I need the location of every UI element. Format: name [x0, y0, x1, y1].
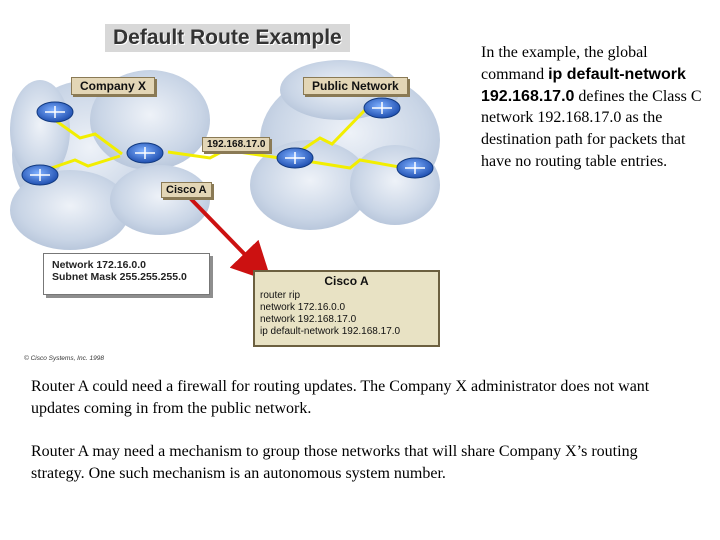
router-icon	[396, 157, 434, 179]
cisco-a-config-box: Cisco A router rip network 172.16.0.0 ne…	[253, 270, 440, 347]
command-text: ip default-network 192.168.17.0	[481, 65, 686, 105]
network-info-box: Network 172.16.0.0 Subnet Mask 255.255.2…	[43, 253, 210, 295]
config-title: Cisco A	[324, 274, 369, 288]
config-lines: router rip network 172.16.0.0 network 19…	[255, 288, 438, 338]
public-network-label: Public Network	[303, 77, 408, 95]
copyright-note: © Cisco Systems, Inc. 1998	[24, 355, 104, 362]
network-diagram: Default Route Example Company X Public N…	[10, 10, 450, 362]
paragraph-firewall: Router A could need a firewall for routi…	[31, 378, 650, 417]
serial-links	[39, 108, 406, 174]
explanation-text: In the example, the global command ip de…	[481, 42, 706, 173]
router-icon	[36, 101, 74, 123]
router-icon	[276, 147, 314, 169]
router-icon	[363, 97, 401, 119]
network-line: Network 172.16.0.0	[52, 259, 146, 271]
router-icon	[21, 164, 59, 186]
config-line: network 192.168.17.0	[260, 314, 357, 325]
paragraph-autonomous-system: Router A may need a mechanism to group t…	[31, 443, 638, 482]
explanation-part-2: defines the Class C network 192.168.17.0…	[481, 87, 702, 170]
config-line: network 172.16.0.0	[260, 302, 346, 313]
company-x-label: Company X	[71, 77, 156, 95]
router-icon-cisco-a	[126, 142, 164, 164]
config-line: ip default-network 192.168.17.0	[260, 326, 401, 337]
config-line: router rip	[260, 290, 301, 301]
network-192-label: 192.168.17.0	[202, 137, 271, 152]
red-arrow	[188, 196, 272, 283]
subnet-mask-line: Subnet Mask 255.255.255.0	[52, 271, 187, 283]
diagram-title: Default Route Example	[105, 24, 350, 52]
cisco-a-label: Cisco A	[161, 182, 212, 198]
explanation-part-1: In the example, the global command	[481, 44, 648, 83]
